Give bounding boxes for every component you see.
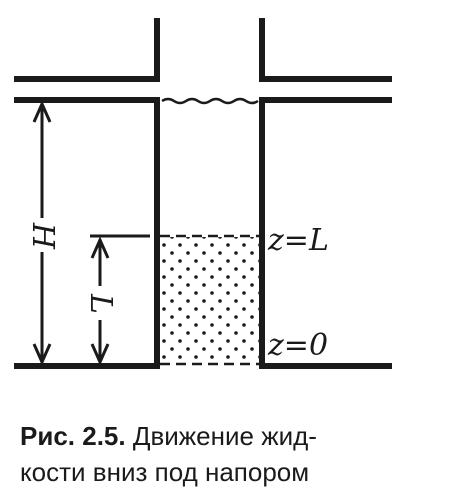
label-H: H [25,222,60,250]
caption-figure-number: Рис. 2.5. [20,421,126,451]
label-z-equals-0: z=0 [267,328,328,363]
liquid-surface-wave [161,97,259,105]
figure-caption: Рис. 2.5. Движение жид- кости вниз под н… [20,418,440,490]
L-arrow-down-icon [90,343,110,366]
caption-line-1: Рис. 2.5. Движение жид- [20,418,440,454]
porous-packing [161,237,259,363]
caption-text-line-1: Движение жид- [132,421,317,451]
H-arrow-down-icon [32,343,52,366]
L-arrow-up-icon [90,236,110,259]
label-z-equals-L: z=L [267,223,329,258]
H-arrow-up-icon [32,100,52,123]
caption-line-2: кости вниз под напором [20,457,310,487]
label-L: L [83,293,118,314]
